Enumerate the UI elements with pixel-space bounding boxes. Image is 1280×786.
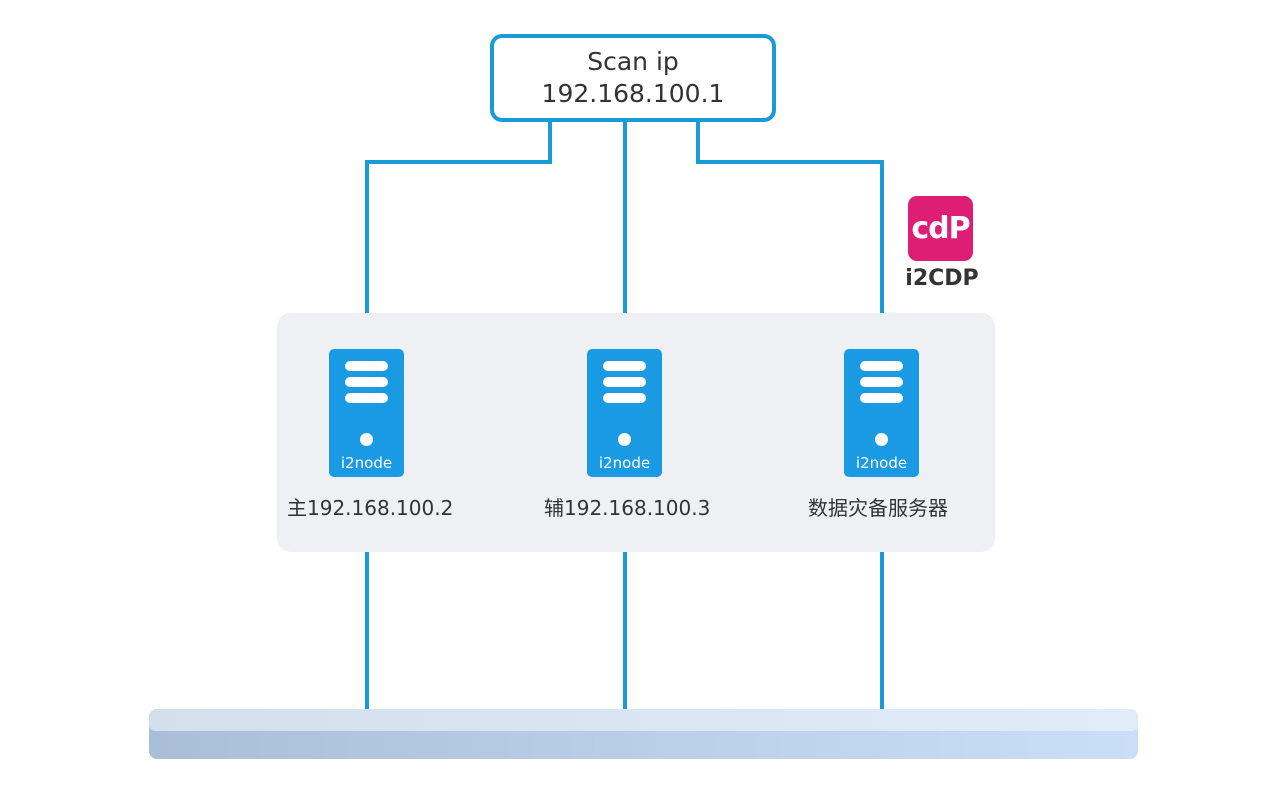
network-link-right (880, 552, 884, 710)
connector-middle (623, 122, 627, 314)
scan-ip-address: 192.168.100.1 (541, 79, 725, 108)
network-link-middle (623, 552, 627, 710)
network-bus (149, 709, 1138, 759)
server-icon: i2node (587, 349, 662, 477)
server-icon-label: i2node (598, 454, 651, 472)
network-link-left (365, 552, 369, 710)
server-caption-secondary: 辅192.168.100.3 (544, 496, 711, 520)
scan-ip-title: Scan ip (587, 47, 679, 76)
product-name: i2CDP (905, 266, 979, 291)
connector-right-across (696, 160, 884, 164)
scan-ip-node: Scan ip 192.168.100.1 (490, 34, 776, 122)
server-caption-primary: 主192.168.100.2 (287, 496, 454, 520)
connector-right-down2 (880, 160, 884, 314)
cdp-logo-icon: cdP (908, 196, 973, 261)
connector-right-down1 (696, 122, 700, 164)
connector-left-down2 (365, 160, 369, 314)
server-caption-dr: 数据灾备服务器 (808, 496, 948, 520)
cdp-logo-text: cdP (911, 211, 970, 246)
server-icon: i2node (844, 349, 919, 477)
connector-left-down1 (548, 122, 552, 164)
server-icon-label: i2node (855, 454, 908, 472)
server-icon: i2node (329, 349, 404, 477)
connector-left-across (365, 160, 552, 164)
server-icon-label: i2node (340, 454, 393, 472)
